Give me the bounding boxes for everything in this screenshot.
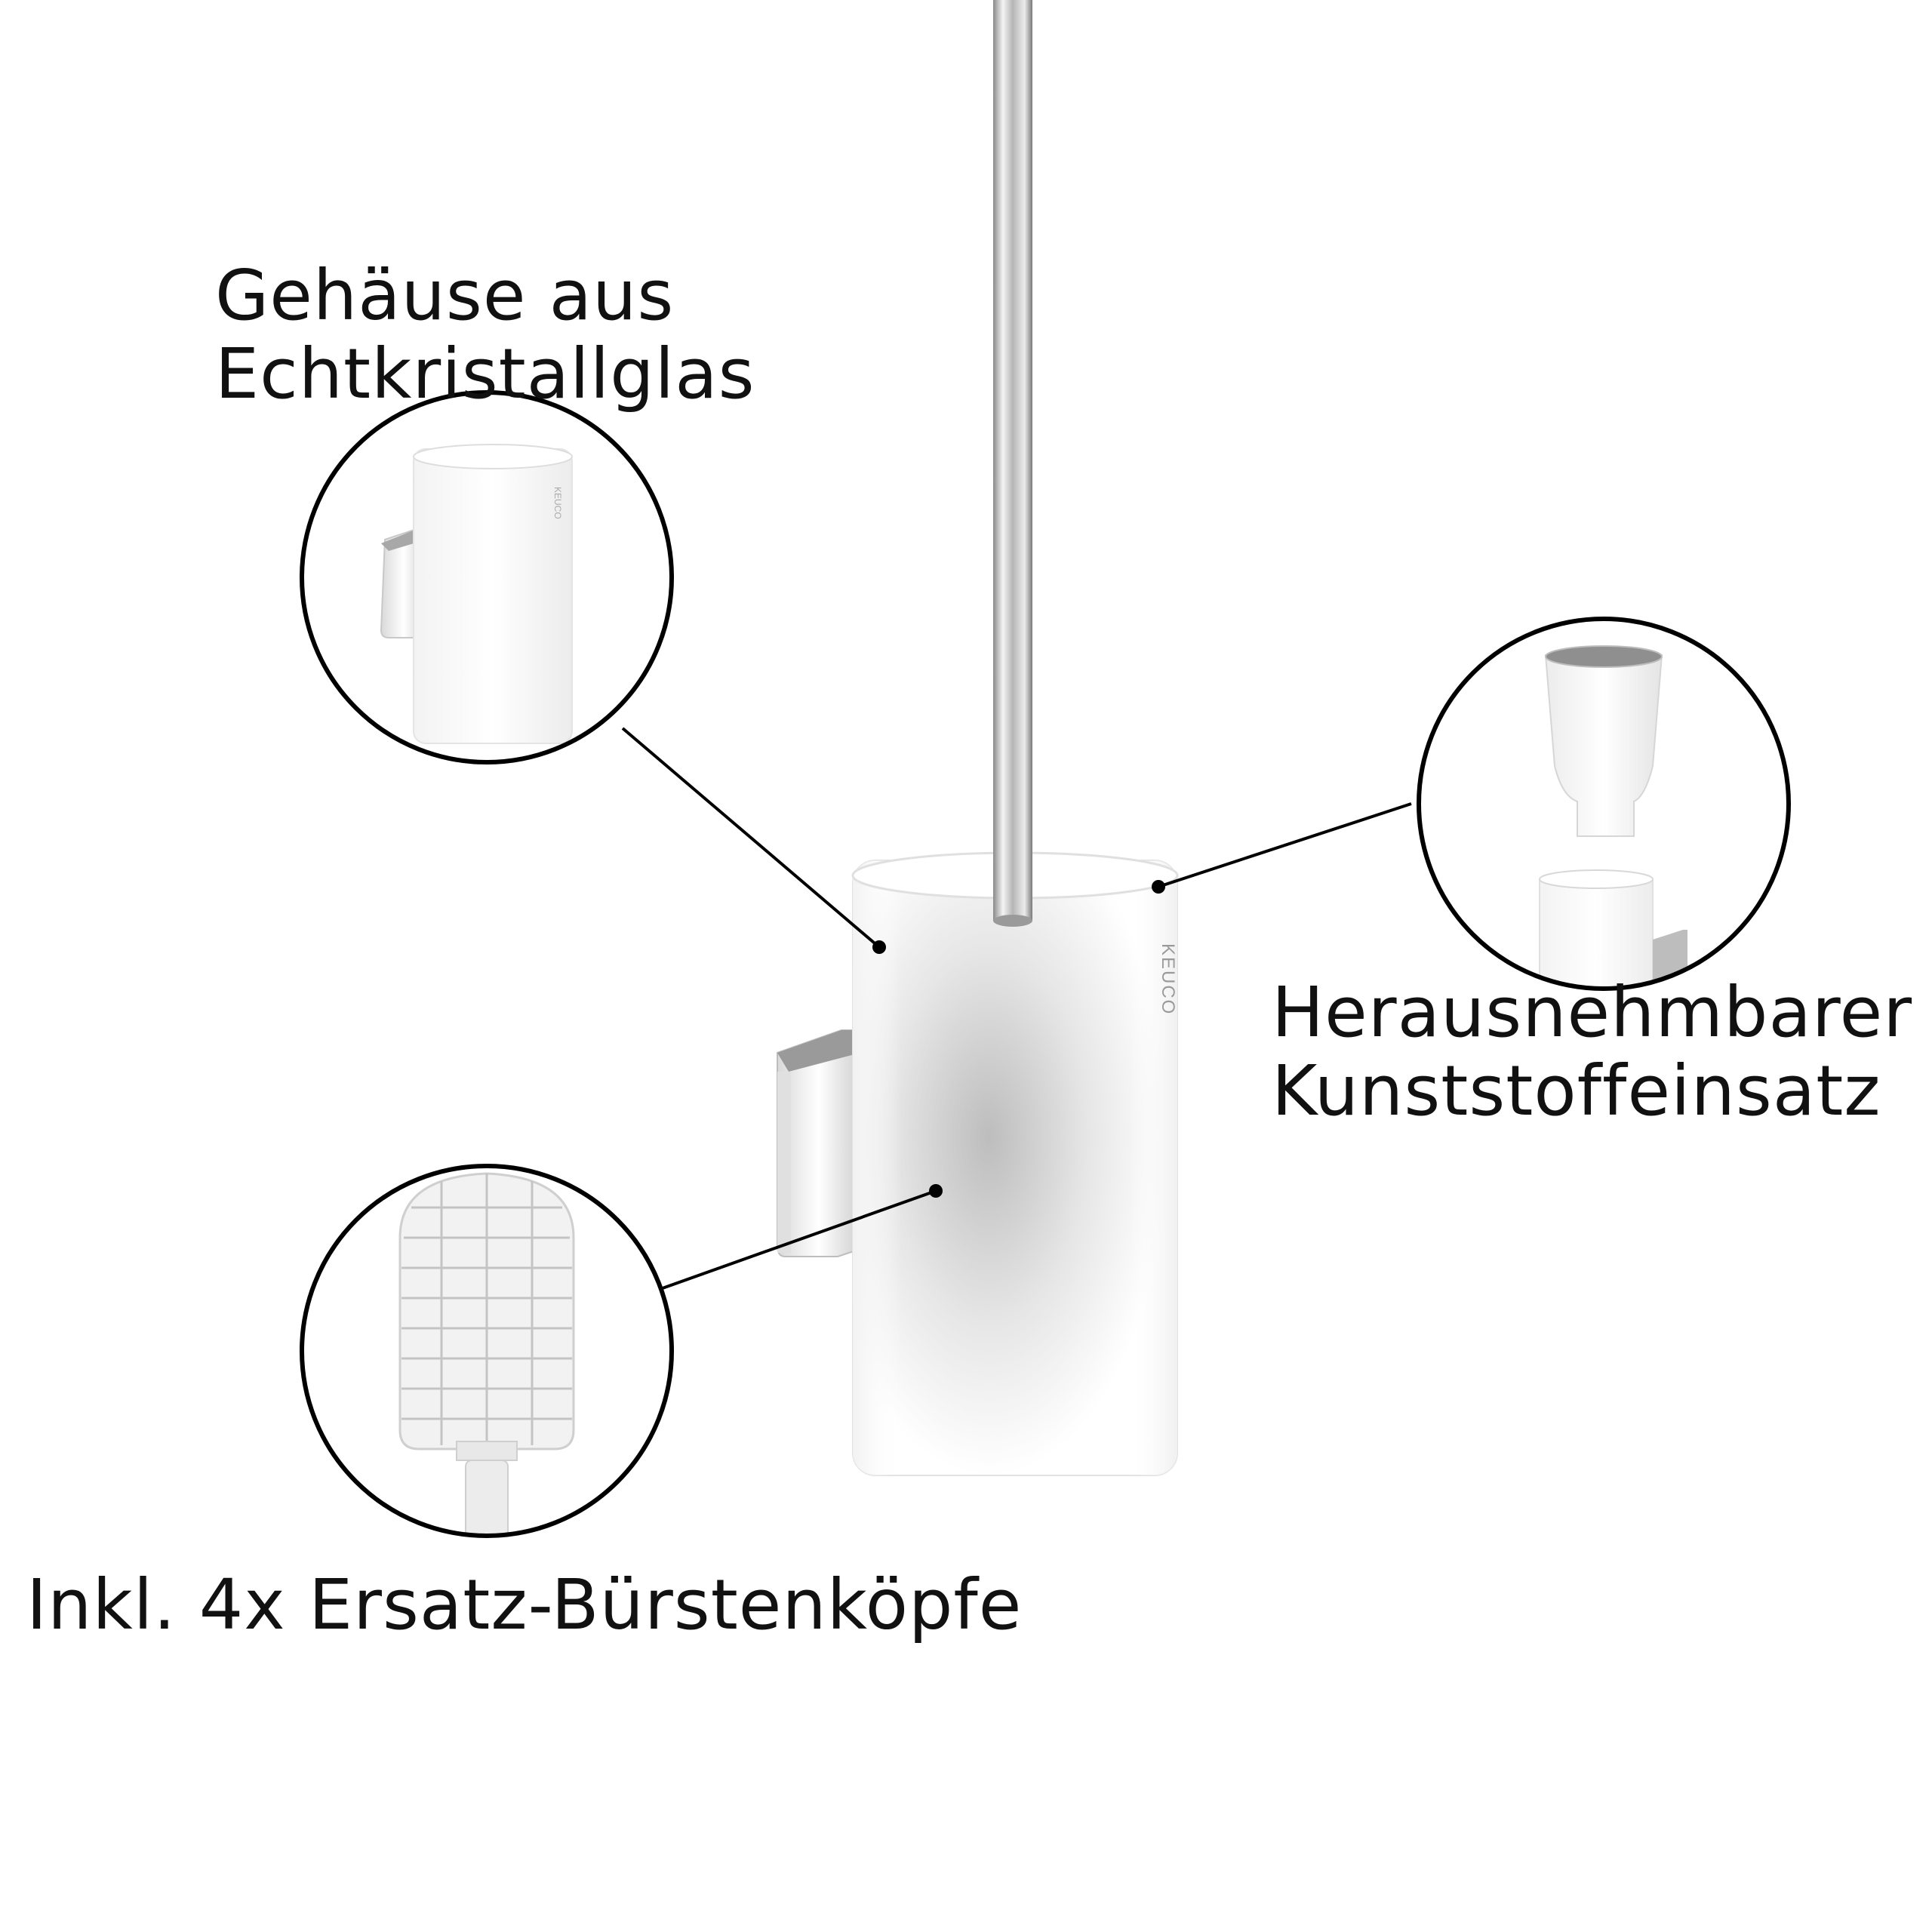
brush-head-icon	[398, 1172, 575, 1536]
callout-housing-line1: Gehäuse aus	[215, 255, 675, 336]
dot-housing	[872, 940, 886, 954]
callout-brushes-label: Inkl. 4x Ersatz-Bürstenköpfe	[26, 1566, 1022, 1644]
wall-bracket	[777, 1029, 861, 1257]
main-product: KEUCO	[777, 0, 1179, 1476]
detail-circle-insert	[1417, 617, 1791, 991]
connector-brushes	[660, 1189, 937, 1291]
callout-insert-line2: Kunststoffeinsatz	[1272, 1051, 1881, 1131]
connector-housing	[621, 727, 881, 949]
callout-brushes-line1: Inkl. 4x Ersatz-Bürstenköpfe	[26, 1564, 1023, 1645]
callout-housing-label: Gehäuse aus Echtkristallglas	[215, 257, 755, 414]
detail-circle-housing: KEUCO	[300, 390, 674, 764]
callout-insert-label: Herausnehmbarer Kunststoffeinsatz	[1272, 974, 1912, 1131]
detail-circle-brushes	[300, 1164, 674, 1538]
glass-housing	[851, 851, 1179, 1476]
brush-handle-rod	[993, 0, 1032, 927]
callout-lines	[621, 727, 1412, 1291]
dot-insert	[1152, 880, 1165, 894]
detail-brand-logo: KEUCO	[552, 487, 563, 519]
brand-logo: KEUCO	[1158, 943, 1178, 1015]
connector-insert	[1158, 802, 1412, 888]
dot-brushes	[929, 1184, 943, 1198]
callout-housing-line2: Echtkristallglas	[215, 334, 755, 414]
callout-insert-line1: Herausnehmbarer	[1272, 972, 1913, 1053]
callout-dots	[872, 880, 1165, 1198]
